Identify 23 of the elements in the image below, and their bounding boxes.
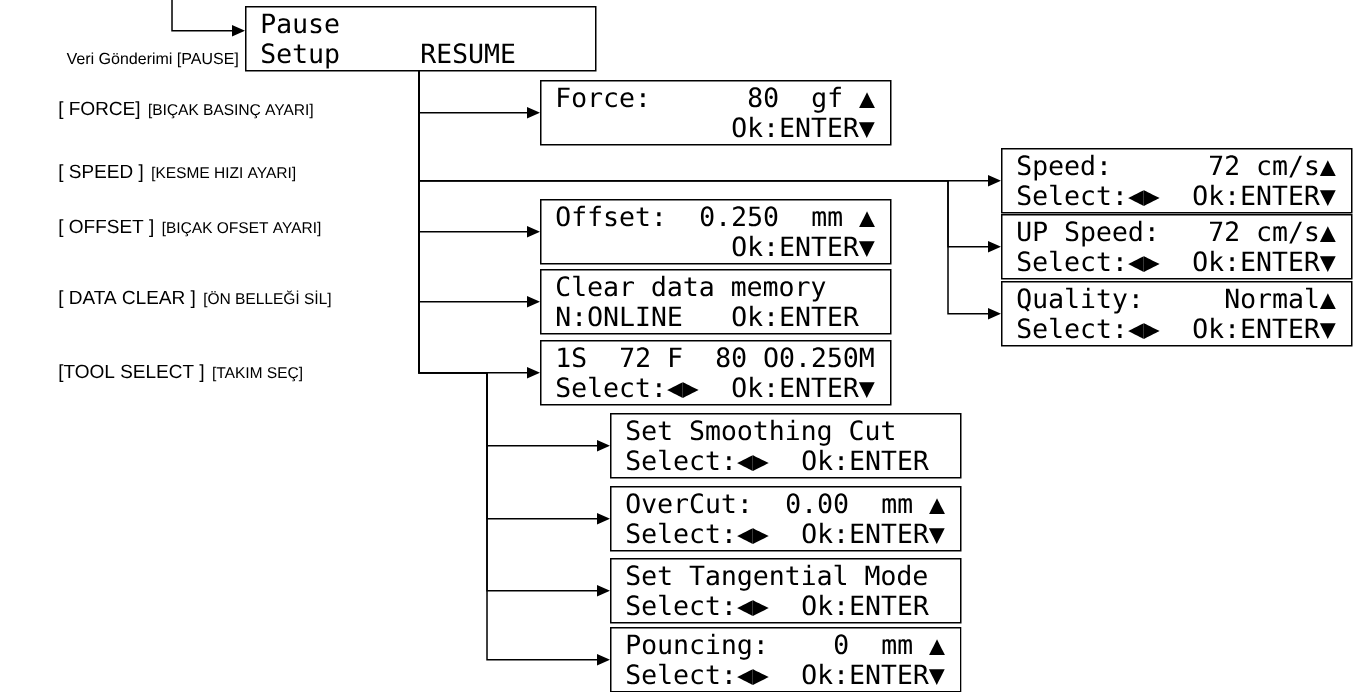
- lcd-display: Pouncing: 0 mm ▲ Select:◀▶ Ok:ENTER▼: [610, 627, 962, 692]
- description-label: [KESME HIZI AYARI]: [152, 166, 296, 182]
- description-label: [BIÇAK OFSET AYARI]: [162, 221, 321, 237]
- lcd-display: Pause Setup RESUME: [245, 6, 597, 72]
- menu-label: [ OFFSET ]: [59, 219, 153, 237]
- lcd-display: Clear data memory N:ONLINE Ok:ENTER: [540, 269, 892, 335]
- description-label: [BIÇAK BASINÇ AYARI]: [149, 103, 313, 119]
- lcd-display: 1S 72 F 80 O0.250M Select:◀▶ Ok:ENTER▼: [540, 340, 892, 406]
- menu-label: [ DATA CLEAR ]: [59, 290, 195, 308]
- description-label: [ÖN BELLEĞİ SİL]: [204, 290, 331, 308]
- lcd-display: Set Tangential Mode Select:◀▶ Ok:ENTER: [610, 558, 962, 624]
- description-label: [TAKIM SEÇ]: [213, 366, 302, 382]
- menu-label: [ SPEED ]: [59, 164, 143, 182]
- lcd-display: UP Speed: 72 cm/s▲ Select:◀▶ Ok:ENTER▼: [1001, 214, 1353, 280]
- menu-label: [ FORCE]: [59, 101, 140, 119]
- lcd-display: Force: 80 gf ▲ Ok:ENTER▼: [540, 80, 892, 146]
- lcd-display: Quality: Normal▲ Select:◀▶ Ok:ENTER▼: [1001, 281, 1353, 347]
- menu-label: [TOOL SELECT ]: [59, 364, 204, 382]
- lcd-display: Set Smoothing Cut Select:◀▶ Ok:ENTER: [610, 413, 962, 479]
- side-label: Veri Gönderimi [PAUSE]: [66, 52, 238, 68]
- lcd-display: Speed: 72 cm/s▲ Select:◀▶ Ok:ENTER▼: [1001, 148, 1353, 214]
- lcd-display: OverCut: 0.00 mm ▲ Select:◀▶ Ok:ENTER▼: [610, 486, 962, 552]
- lcd-display: Offset: 0.250 mm ▲ Ok:ENTER▼: [540, 199, 892, 265]
